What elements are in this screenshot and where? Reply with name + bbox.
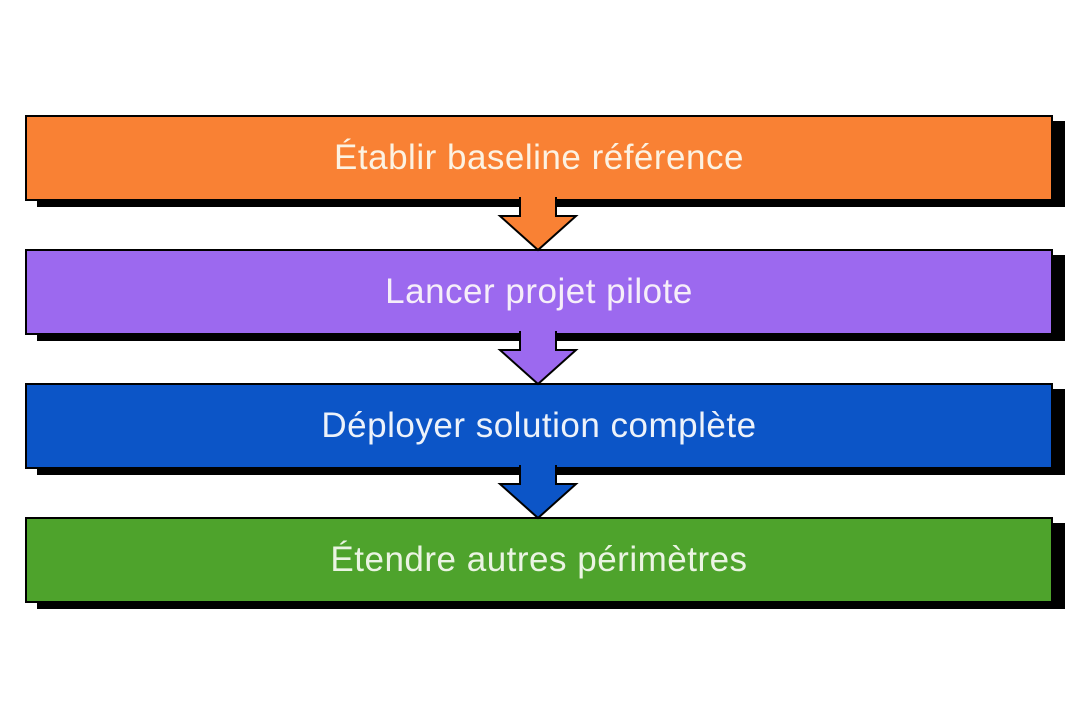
- flow-step-1: Établir baseline référence: [25, 115, 1053, 201]
- down-arrow-icon: [497, 197, 579, 252]
- flow-step-label: Étendre autres périmètres: [330, 540, 748, 579]
- flow-step-label: Lancer projet pilote: [385, 272, 693, 311]
- flow-step-2: Lancer projet pilote: [25, 249, 1053, 335]
- flow-step-3: Déployer solution complète: [25, 383, 1053, 469]
- flow-step-4: Étendre autres périmètres: [25, 517, 1053, 603]
- down-arrow-icon: [497, 465, 579, 520]
- flow-step-label: Déployer solution complète: [321, 406, 757, 445]
- down-arrow-icon: [497, 331, 579, 386]
- flow-step-label: Établir baseline référence: [334, 138, 744, 177]
